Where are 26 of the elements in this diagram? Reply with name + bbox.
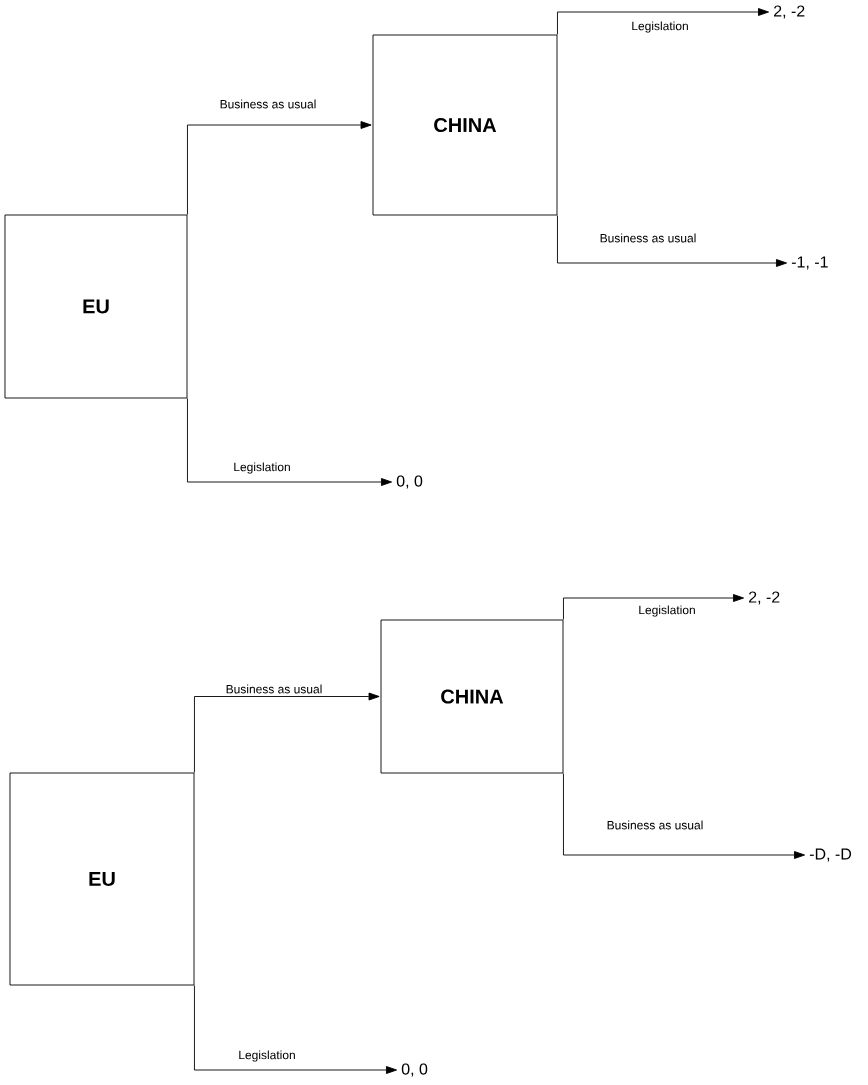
arrow (563, 773, 806, 859)
payoff-text: 2, -2 (749, 591, 780, 605)
edge-label: Business as usual (218, 98, 318, 110)
arrow (194, 692, 380, 773)
edge-label: Legislation (637, 604, 697, 618)
payoff-text: 2, -2 (774, 5, 805, 19)
player-box: EU (9, 772, 195, 986)
payoff-text: 0, 0 (396, 475, 423, 489)
edge-label: Legislation (630, 20, 690, 34)
player-box: CHINA (380, 619, 564, 774)
edge-label: Business as usual (598, 232, 698, 244)
payoff-text: -D, -D (809, 848, 852, 862)
arrow (187, 121, 372, 215)
player-box: CHINA (372, 34, 558, 216)
edge-label: Legislation (237, 1049, 297, 1063)
edge-label: Business as usual (224, 683, 324, 695)
arrow (557, 215, 788, 267)
edge-label: Legislation (232, 461, 292, 475)
arrow (187, 398, 393, 486)
arrow (194, 985, 398, 1074)
arrow (563, 594, 745, 620)
payoff-text: 0, 0 (401, 1063, 428, 1077)
player-box: EU (4, 214, 188, 399)
edge-label: Business as usual (605, 819, 705, 831)
arrow (557, 8, 770, 35)
payoff-text: -1, -1 (791, 256, 828, 270)
